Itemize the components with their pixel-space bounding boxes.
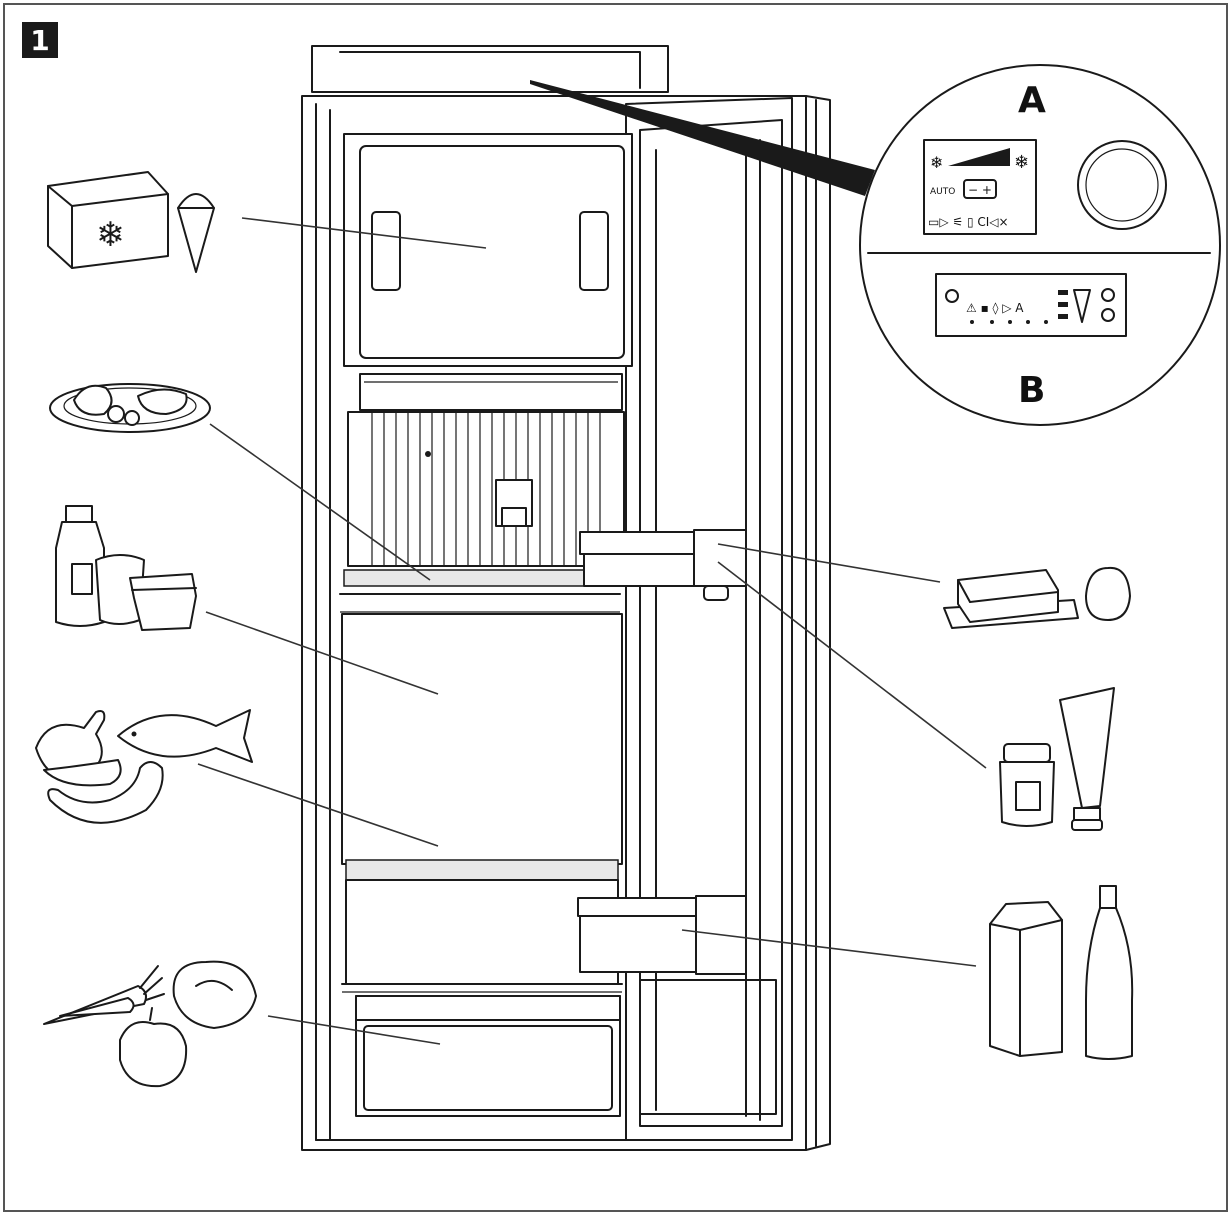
control-panel-callout: ❄ ❄ AUTO − + ▭▷ ⚟ ▯ CI◁× ⚠ ▪ ◊ ▷ A: [530, 64, 1221, 426]
callout-label-a: A: [1018, 80, 1046, 121]
sausage-icon: [43, 759, 164, 824]
fish-icon: [117, 709, 253, 763]
cabbage-icon: [172, 960, 257, 1029]
jar-icon: [999, 743, 1055, 827]
svg-text:− +: − +: [968, 183, 992, 197]
egg-icon: [1085, 566, 1131, 621]
control-panel-a: ❄ ❄ AUTO − + ▭▷ ⚟ ▯ CI◁×: [923, 139, 1167, 235]
svg-text:❄: ❄: [930, 153, 943, 172]
svg-text:⚠ ▪ ◊ ▷ A: ⚠ ▪ ◊ ▷ A: [966, 301, 1024, 315]
figure-border: [3, 3, 1228, 1212]
plate-of-meat-icon: [49, 383, 211, 433]
svg-text:▭▷ ⚟ ▯ CI◁×: ▭▷ ⚟ ▯ CI◁×: [928, 215, 1009, 229]
callout-label-b: B: [1018, 370, 1046, 411]
svg-text:❄: ❄: [96, 215, 125, 255]
bottle-icon: [1085, 885, 1134, 1060]
frozen-box-icon: ❄: [47, 171, 169, 269]
svg-text:❄: ❄: [1014, 152, 1029, 173]
leader-lines: [197, 217, 987, 1045]
refrigerator: [301, 45, 831, 1151]
pepper-icon: [119, 1007, 188, 1088]
milk-carton-icon: [989, 901, 1063, 1057]
figure-number: 1: [22, 22, 58, 58]
evaporator-fins: [347, 411, 625, 567]
tube-icon: [1059, 687, 1115, 831]
carrot-icon: [43, 965, 165, 1025]
ice-cream-cone-icon: [177, 193, 215, 273]
auto-label: AUTO: [930, 187, 955, 197]
control-panel-b: ⚠ ▪ ◊ ▷ A: [935, 273, 1127, 337]
dairy-tub-icon: [129, 573, 197, 631]
butter-dish-icon: [943, 569, 1079, 629]
